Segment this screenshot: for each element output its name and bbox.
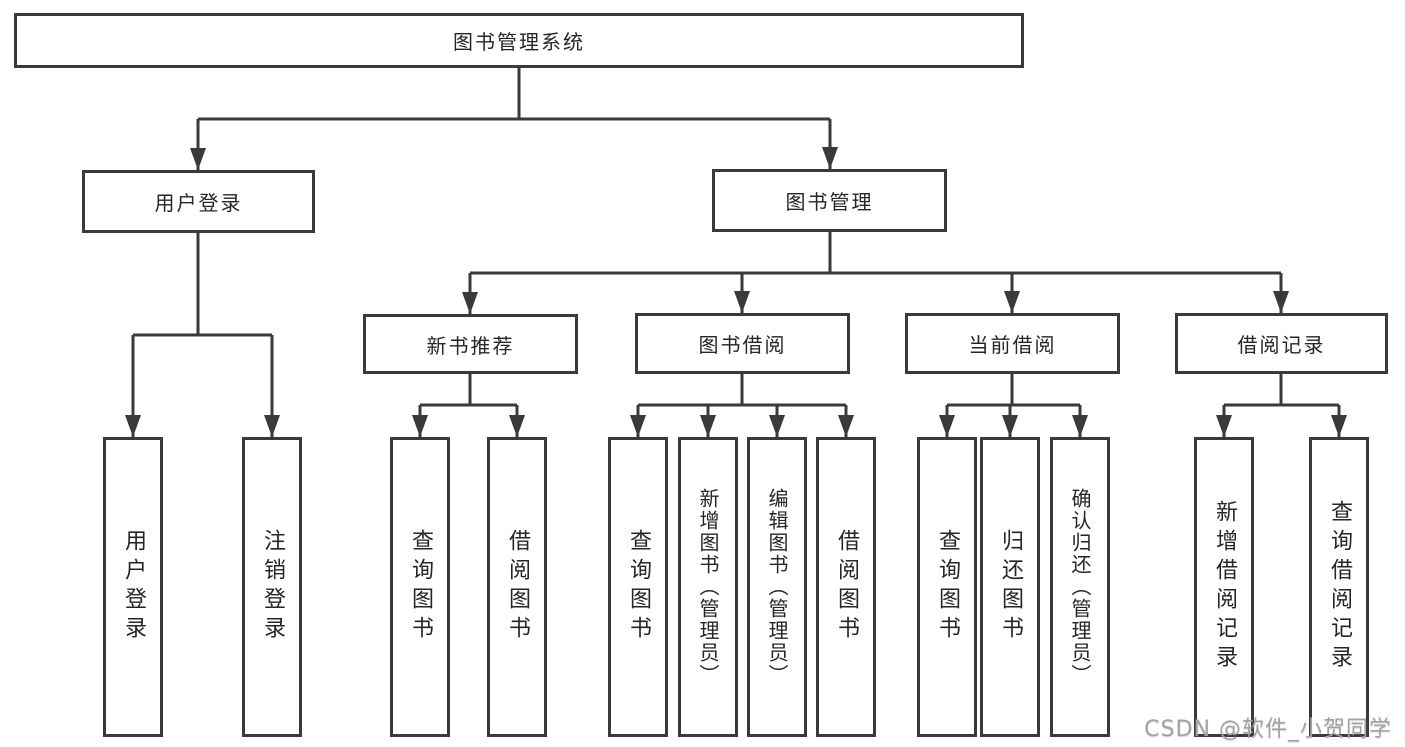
leaf-edit-book-admin: 编辑图书（管理员）	[747, 437, 807, 737]
leaf-query-book-recommend-label: 查询图书	[408, 529, 433, 645]
node-user-login-label: 用户登录	[154, 191, 243, 215]
node-book-borrow: 图书借阅	[635, 313, 850, 374]
leaf-return-book-label: 归还图书	[998, 529, 1023, 645]
connector-root-spine	[198, 68, 830, 121]
leaf-query-borrow-record-label: 查询借阅记录	[1327, 500, 1352, 674]
connector-borrow-record-spine	[1224, 374, 1339, 407]
leaf-add-borrow-record-label: 新增借阅记录	[1212, 500, 1237, 674]
leaf-user-login: 用户登录	[103, 437, 163, 737]
node-root: 图书管理系统	[14, 13, 1024, 68]
node-borrow-records: 借阅记录	[1175, 313, 1388, 374]
leaf-query-book-borrow-label: 查询图书	[626, 529, 651, 645]
node-current-borrow: 当前借阅	[905, 313, 1120, 374]
leaf-logout: 注销登录	[242, 437, 302, 737]
node-current-borrow-label: 当前借阅	[968, 333, 1057, 357]
node-borrow-records-label: 借阅记录	[1237, 333, 1326, 357]
node-user-login: 用户登录	[82, 170, 315, 233]
leaf-add-book-admin-label: 新增图书（管理员）	[696, 488, 720, 686]
leaf-query-book-current: 查询图书	[917, 437, 977, 737]
leaf-logout-label: 注销登录	[260, 529, 285, 645]
leaf-user-login-label: 用户登录	[121, 529, 146, 645]
leaf-confirm-return-admin: 确认归还（管理员）	[1050, 437, 1110, 737]
leaf-edit-book-admin-label: 编辑图书（管理员）	[765, 488, 789, 686]
leaf-add-book-admin: 新增图书（管理员）	[678, 437, 738, 737]
connector-new-book-spine	[420, 374, 517, 407]
leaf-borrow-book-recommend: 借阅图书	[487, 437, 547, 737]
leaf-query-borrow-record: 查询借阅记录	[1309, 437, 1369, 737]
leaf-borrow-book-label: 借阅图书	[834, 529, 859, 645]
node-book-mgmt: 图书管理	[712, 169, 947, 232]
connector-current-borrow-spine	[947, 374, 1080, 407]
leaf-query-book-recommend: 查询图书	[390, 437, 450, 737]
csdn-watermark: CSDN @软件_小贺同学	[1144, 717, 1392, 742]
connector-user-login-spine	[133, 233, 272, 337]
node-book-borrow-label: 图书借阅	[698, 333, 787, 357]
connector-book-borrow-spine	[638, 374, 846, 407]
leaf-add-borrow-record: 新增借阅记录	[1194, 437, 1254, 737]
connector-book-mgmt-spine	[470, 232, 1281, 275]
node-root-label: 图书管理系统	[453, 30, 585, 54]
leaf-return-book: 归还图书	[980, 437, 1040, 737]
leaf-query-book-borrow: 查询图书	[608, 437, 668, 737]
node-new-book-recommend: 新书推荐	[363, 314, 578, 374]
leaf-query-book-current-label: 查询图书	[935, 529, 960, 645]
leaf-borrow-book-recommend-label: 借阅图书	[505, 529, 530, 645]
leaf-borrow-book: 借阅图书	[816, 437, 876, 737]
node-new-book-recommend-label: 新书推荐	[426, 333, 515, 358]
leaf-confirm-return-admin-label: 确认归还（管理员）	[1068, 488, 1092, 686]
node-book-mgmt-label: 图书管理	[785, 190, 874, 214]
